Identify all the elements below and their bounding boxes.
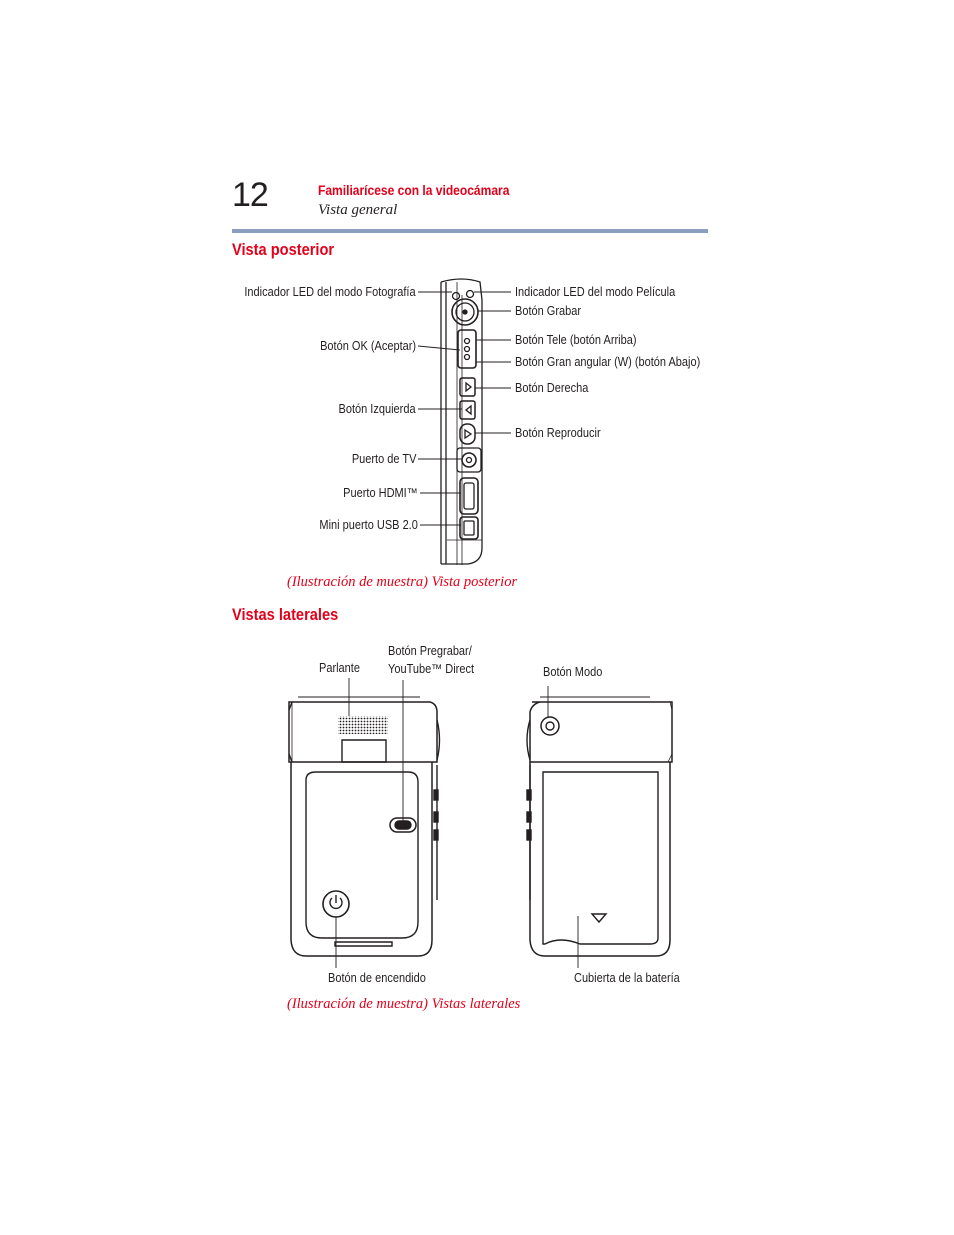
label-tele-button: Botón Tele (botón Arriba): [515, 333, 637, 347]
label-usb-port: Mini puerto USB 2.0: [319, 518, 418, 532]
label-play-button: Botón Reproducir: [515, 426, 601, 440]
label-prerecord-line1: Botón Pregrabar/: [388, 644, 472, 658]
label-tv-port: Puerto de TV: [351, 452, 416, 466]
label-ok-button: Botón OK (Aceptar): [320, 339, 416, 353]
label-hdmi-port: Puerto HDMI™: [343, 486, 418, 500]
label-wide-button: Botón Gran angular (W) (botón Abajo): [515, 355, 701, 369]
page-number: 12: [232, 176, 269, 214]
label-battery-cover: Cubierta de la batería: [574, 971, 680, 985]
label-record-button: Botón Grabar: [515, 304, 582, 318]
section-title-sides: Vistas laterales: [232, 605, 339, 624]
label-power-button: Botón de encendido: [328, 971, 426, 985]
header-rule: [232, 229, 708, 233]
label-right-button: Botón Derecha: [515, 381, 589, 395]
label-speaker: Parlante: [319, 661, 360, 675]
label-photo-led: Indicador LED del modo Fotografía: [244, 285, 416, 299]
label-mode-button: Botón Modo: [543, 665, 603, 679]
label-left-button: Botón Izquierda: [338, 402, 416, 416]
chapter-title: Familiarícese con la videocámara: [318, 182, 510, 198]
subchapter-title: Vista general: [318, 202, 398, 218]
label-prerecord-line2: YouTube™ Direct: [388, 662, 475, 676]
label-movie-led: Indicador LED del modo Película: [515, 285, 676, 299]
caption-sides: (Ilustración de muestra) Vistas laterale…: [287, 996, 521, 1012]
caption-rear: (Ilustración de muestra) Vista posterior: [287, 574, 518, 590]
section-title-rear: Vista posterior: [232, 240, 335, 259]
